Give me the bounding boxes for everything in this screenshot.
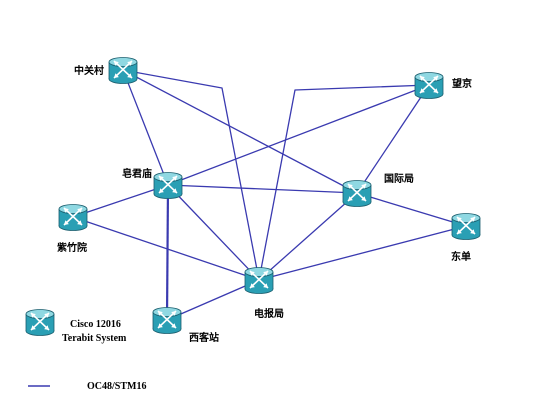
router-icon-arrowhead — [158, 323, 163, 328]
node-label-wangjing: 望京 — [452, 77, 472, 90]
router-icon-wangjing — [414, 72, 444, 99]
router-icon-arrowhead — [263, 271, 268, 276]
router-icon-arrowhead — [64, 208, 69, 213]
router-icon-arrowhead — [171, 311, 176, 316]
router-icon-arrowhead — [470, 229, 475, 234]
router-icon-arrowhead — [159, 188, 164, 193]
router-icon-arrowhead — [263, 283, 268, 288]
router-icon-top — [414, 72, 444, 82]
router-icon-arrowhead — [114, 73, 119, 78]
router-icon-xikezhan — [152, 307, 182, 334]
router-icon-arrowhead — [172, 176, 177, 181]
node-labels: 中关村 望京 皂君庙 国际局 紫竹院 东单 电报局 西客站 — [57, 64, 472, 344]
router-icon-arrowhead — [31, 325, 36, 330]
router-icon-arrowhead — [361, 184, 366, 189]
links-layer — [72, 69, 467, 321]
router-icon-zizhuyuan — [58, 204, 88, 231]
link-zaojunmiao-dianbaoju — [167, 184, 260, 281]
link-zhongguancun-zaojunmiao — [122, 69, 169, 186]
legend: Cisco 12016 Terabit System OC48/STM16 — [25, 309, 146, 392]
router-icon-arrowhead — [250, 283, 255, 288]
node-label-xikezhan: 西客站 — [189, 331, 219, 344]
router-icon-zhongguancun — [108, 57, 138, 84]
node-label-dianbaoju: 电报局 — [254, 307, 284, 320]
link-guojiju-dongdan — [356, 192, 467, 227]
router-icon-top — [108, 57, 138, 67]
router-icon-arrowhead — [159, 176, 164, 181]
router-icon-arrowhead — [470, 217, 475, 222]
legend-device-slot — [25, 309, 55, 336]
router-icon-arrowhead — [77, 208, 82, 213]
router-icon-top — [58, 204, 88, 214]
router-icon-arrowhead — [77, 220, 82, 225]
router-icon-top — [244, 267, 274, 277]
router-icon-zaojunmiao — [153, 172, 183, 199]
node-label-guojiju: 国际局 — [384, 173, 414, 185]
router-icon-arrowhead — [348, 196, 353, 201]
router-icon-arrowhead — [114, 61, 119, 66]
node-label-zaojunmiao: 皂君庙 — [122, 167, 152, 180]
link-zaojunmiao-xikezhan — [165, 184, 170, 321]
router-icon-arrowhead — [171, 323, 176, 328]
router-icon-arrowhead — [44, 313, 49, 318]
router-icon-guojiju — [342, 180, 372, 207]
link-zizhuyuan-dianbaoju — [72, 216, 260, 281]
link-dianbaoju-dongdan — [258, 225, 467, 281]
router-icon-top — [451, 213, 481, 223]
node-label-dongdan: 东单 — [451, 250, 471, 263]
link-zhongguancun-guojiju — [122, 69, 358, 194]
router-icon-arrowhead — [64, 220, 69, 225]
router-icon-arrowhead — [420, 76, 425, 81]
router-icon-arrowhead — [158, 311, 163, 316]
router-icon-arrowhead — [127, 73, 132, 78]
router-icon-dianbaoju — [244, 267, 274, 294]
legend-device-line2: Terabit System — [62, 333, 127, 344]
router-icon-arrowhead — [420, 88, 425, 93]
router-icon-arrowhead — [457, 229, 462, 234]
router-icon-arrowhead — [172, 188, 177, 193]
router-icon-arrowhead — [348, 184, 353, 189]
link-zaojunmiao-guojiju — [167, 184, 358, 194]
link-xikezhan-dianbaoju — [166, 279, 260, 321]
link-zaojunmiao-zizhuyuan — [72, 184, 169, 218]
legend-link-type: OC48/STM16 — [87, 381, 146, 392]
router-icon-arrowhead — [433, 76, 438, 81]
legend-router-icon — [25, 309, 55, 336]
router-icon-arrowhead — [433, 88, 438, 93]
router-icon-arrowhead — [361, 196, 366, 201]
router-icon-top — [25, 309, 55, 319]
nodes-layer — [58, 57, 481, 334]
router-icon-arrowhead — [44, 325, 49, 330]
node-label-zhongguancun: 中关村 — [74, 64, 104, 77]
link-zhongguancun-dianbaoju — [122, 69, 260, 281]
node-label-zizhuyuan: 紫竹院 — [57, 241, 87, 254]
legend-device-line1: Cisco 12016 — [70, 319, 121, 330]
router-icon-top — [153, 172, 183, 182]
router-icon-arrowhead — [127, 61, 132, 66]
router-icon-arrowhead — [31, 313, 36, 318]
router-icon-dongdan — [451, 213, 481, 240]
router-icon-top — [342, 180, 372, 190]
link-wangjing-zaojunmiao — [167, 84, 430, 186]
link-guojiju-dianbaoju — [258, 192, 358, 281]
router-icon-arrowhead — [250, 271, 255, 276]
link-wangjing-dianbaoju — [258, 84, 430, 281]
router-icon-arrowhead — [457, 217, 462, 222]
link-wangjing-guojiju — [356, 84, 430, 194]
router-icon-top — [152, 307, 182, 317]
